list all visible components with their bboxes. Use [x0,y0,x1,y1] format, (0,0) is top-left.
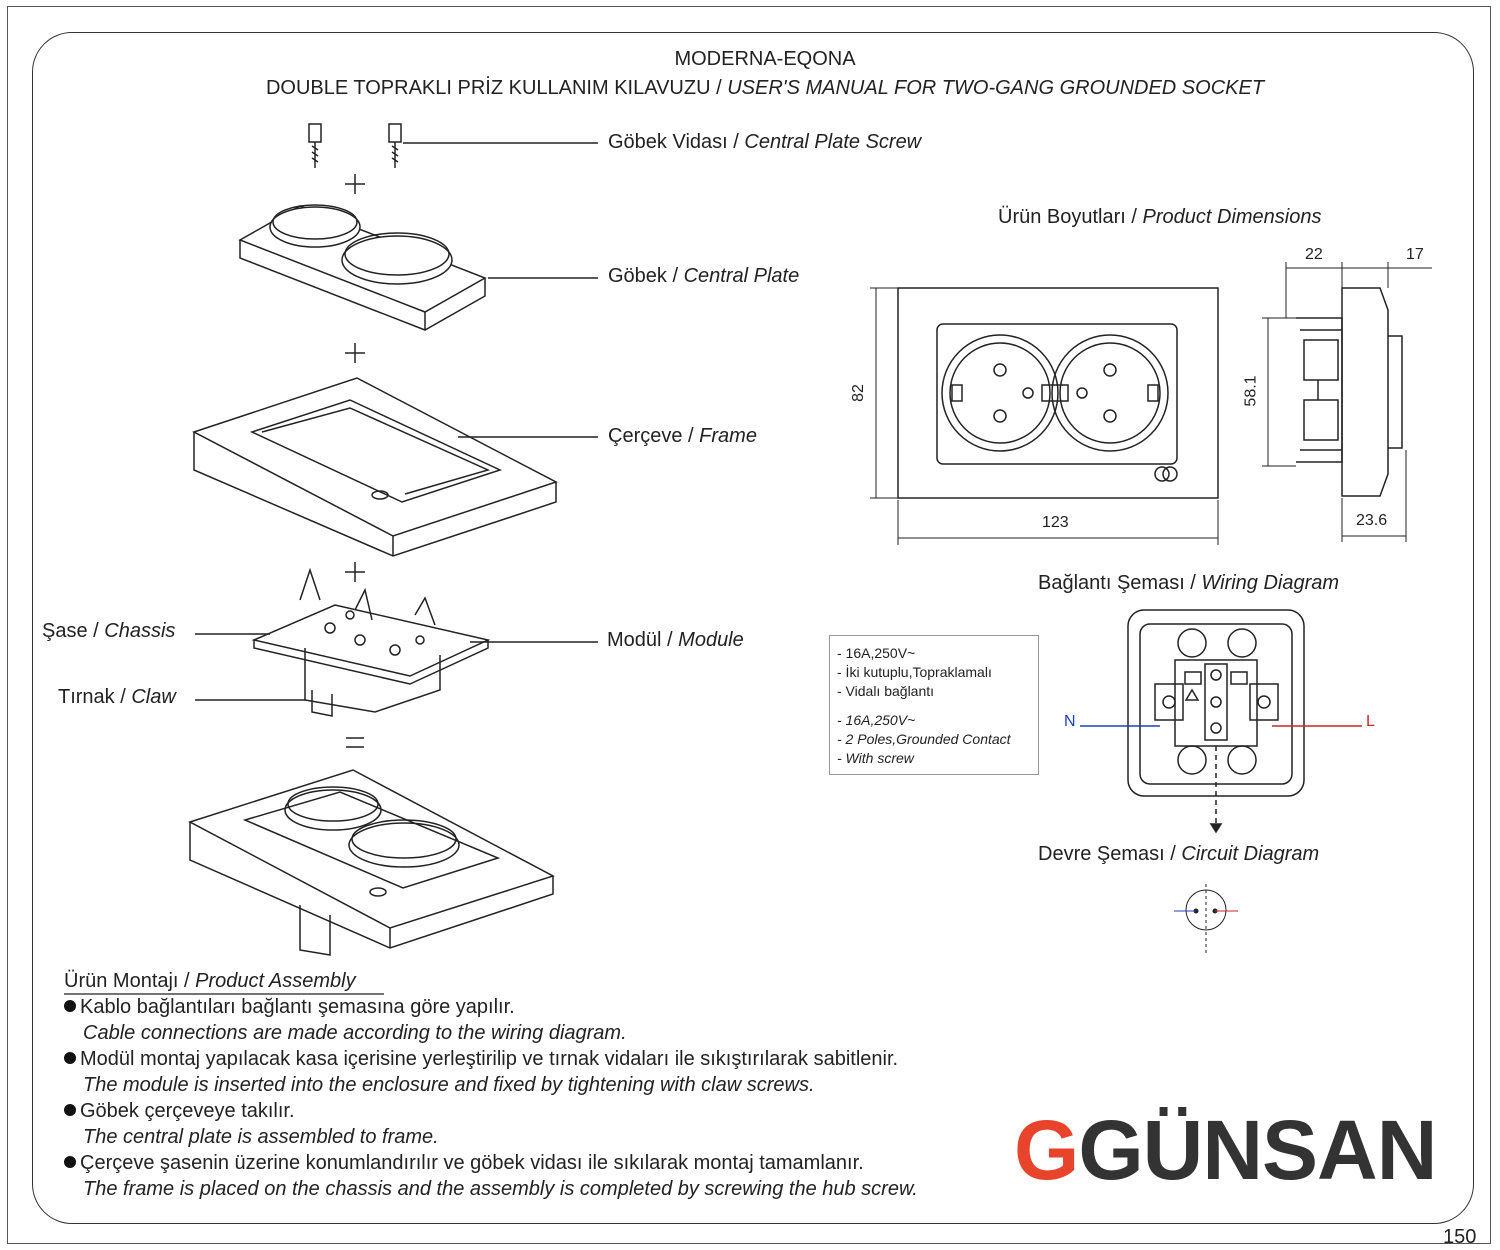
step-2-en: The module is inserted into the enclosur… [83,1074,815,1096]
spec-en-2: - 2 Poles,Grounded Contact [837,731,1011,747]
gunsan-logo: GGÜNSAN [1014,1103,1437,1197]
doc-subtitle: DOUBLE TOPRAKLI PRİZ KULLANIM KILAVUZU /… [265,77,1265,99]
step-2-tr: Modül montaj yapılacak kasa içerisine ye… [64,1048,898,1071]
step-3-tr: Göbek çerçeveye takılır. [64,1100,295,1123]
dim-22: 22 [1305,246,1323,263]
page-number: 150 [1443,1226,1477,1248]
dimensions-heading: Ürün Boyutları / Product Dimensions [998,206,1322,228]
step-4-tr: Çerçeve şasenin üzerine konumlandırılır … [64,1152,864,1175]
side-dimension-lines [1262,262,1432,542]
spec-tr-3: - Vidalı bağlantı [837,683,935,699]
label-central-plate: Göbek / Central Plate [608,265,800,287]
step-4-en: The frame is placed on the chassis and t… [83,1178,918,1200]
spec-tr-1: - 16A,250V~ [837,645,916,661]
dim-23-6: 23.6 [1356,512,1388,529]
dim-17: 17 [1406,246,1424,263]
neutral-label: N [1064,713,1076,730]
side-view-drawing [1296,287,1403,497]
central-plate-illustration [238,204,487,331]
dim-height: 82 [849,384,867,402]
page-border [7,6,1491,1244]
module-illustration [251,567,491,717]
live-label: L [1366,713,1375,730]
frame-illustration [192,377,558,557]
step-3-en: The central plate is assembled to frame. [83,1126,439,1148]
label-chassis: Şase / Chassis [42,620,176,642]
content-frame [32,32,1474,1224]
spec-en-1: - 16A,250V~ [837,712,916,728]
assembled-socket-illustration [188,769,555,956]
label-central-plate-screw: Göbek Vidası / Central Plate Screw [608,131,922,153]
label-claw: Tırnak / Claw [58,686,176,708]
doc-title: MODERNA-EQONA [674,48,856,70]
label-module: Modül / Module [607,629,744,651]
assembly-heading: Ürün Montajı / Product Assembly [64,970,356,992]
label-frame: Çerçeve / Frame [608,425,757,447]
circuit-heading: Devre Şeması / Circuit Diagram [1038,843,1320,865]
dim-width: 123 [1042,514,1069,531]
step-1-en: Cable connections are made according to … [83,1022,627,1044]
circuit-diagram-drawing [1174,884,1238,955]
wiring-heading: Bağlantı Şeması / Wiring Diagram [1038,572,1340,594]
specs-box: - 16A,250V~ - İki kutuplu,Topraklamalı -… [829,635,1039,775]
step-1-tr: Kablo bağlantıları bağlantı şemasına gör… [64,996,515,1019]
wiring-diagram-drawing [1127,609,1305,834]
front-dimension-lines [870,287,1219,545]
spec-tr-2: - İki kutuplu,Topraklamalı [837,664,992,680]
screw-illustration [308,123,402,168]
dim-side-height: 58.1 [1242,375,1260,407]
spec-en-3: - With screw [837,750,914,766]
front-view-drawing [897,287,1219,499]
